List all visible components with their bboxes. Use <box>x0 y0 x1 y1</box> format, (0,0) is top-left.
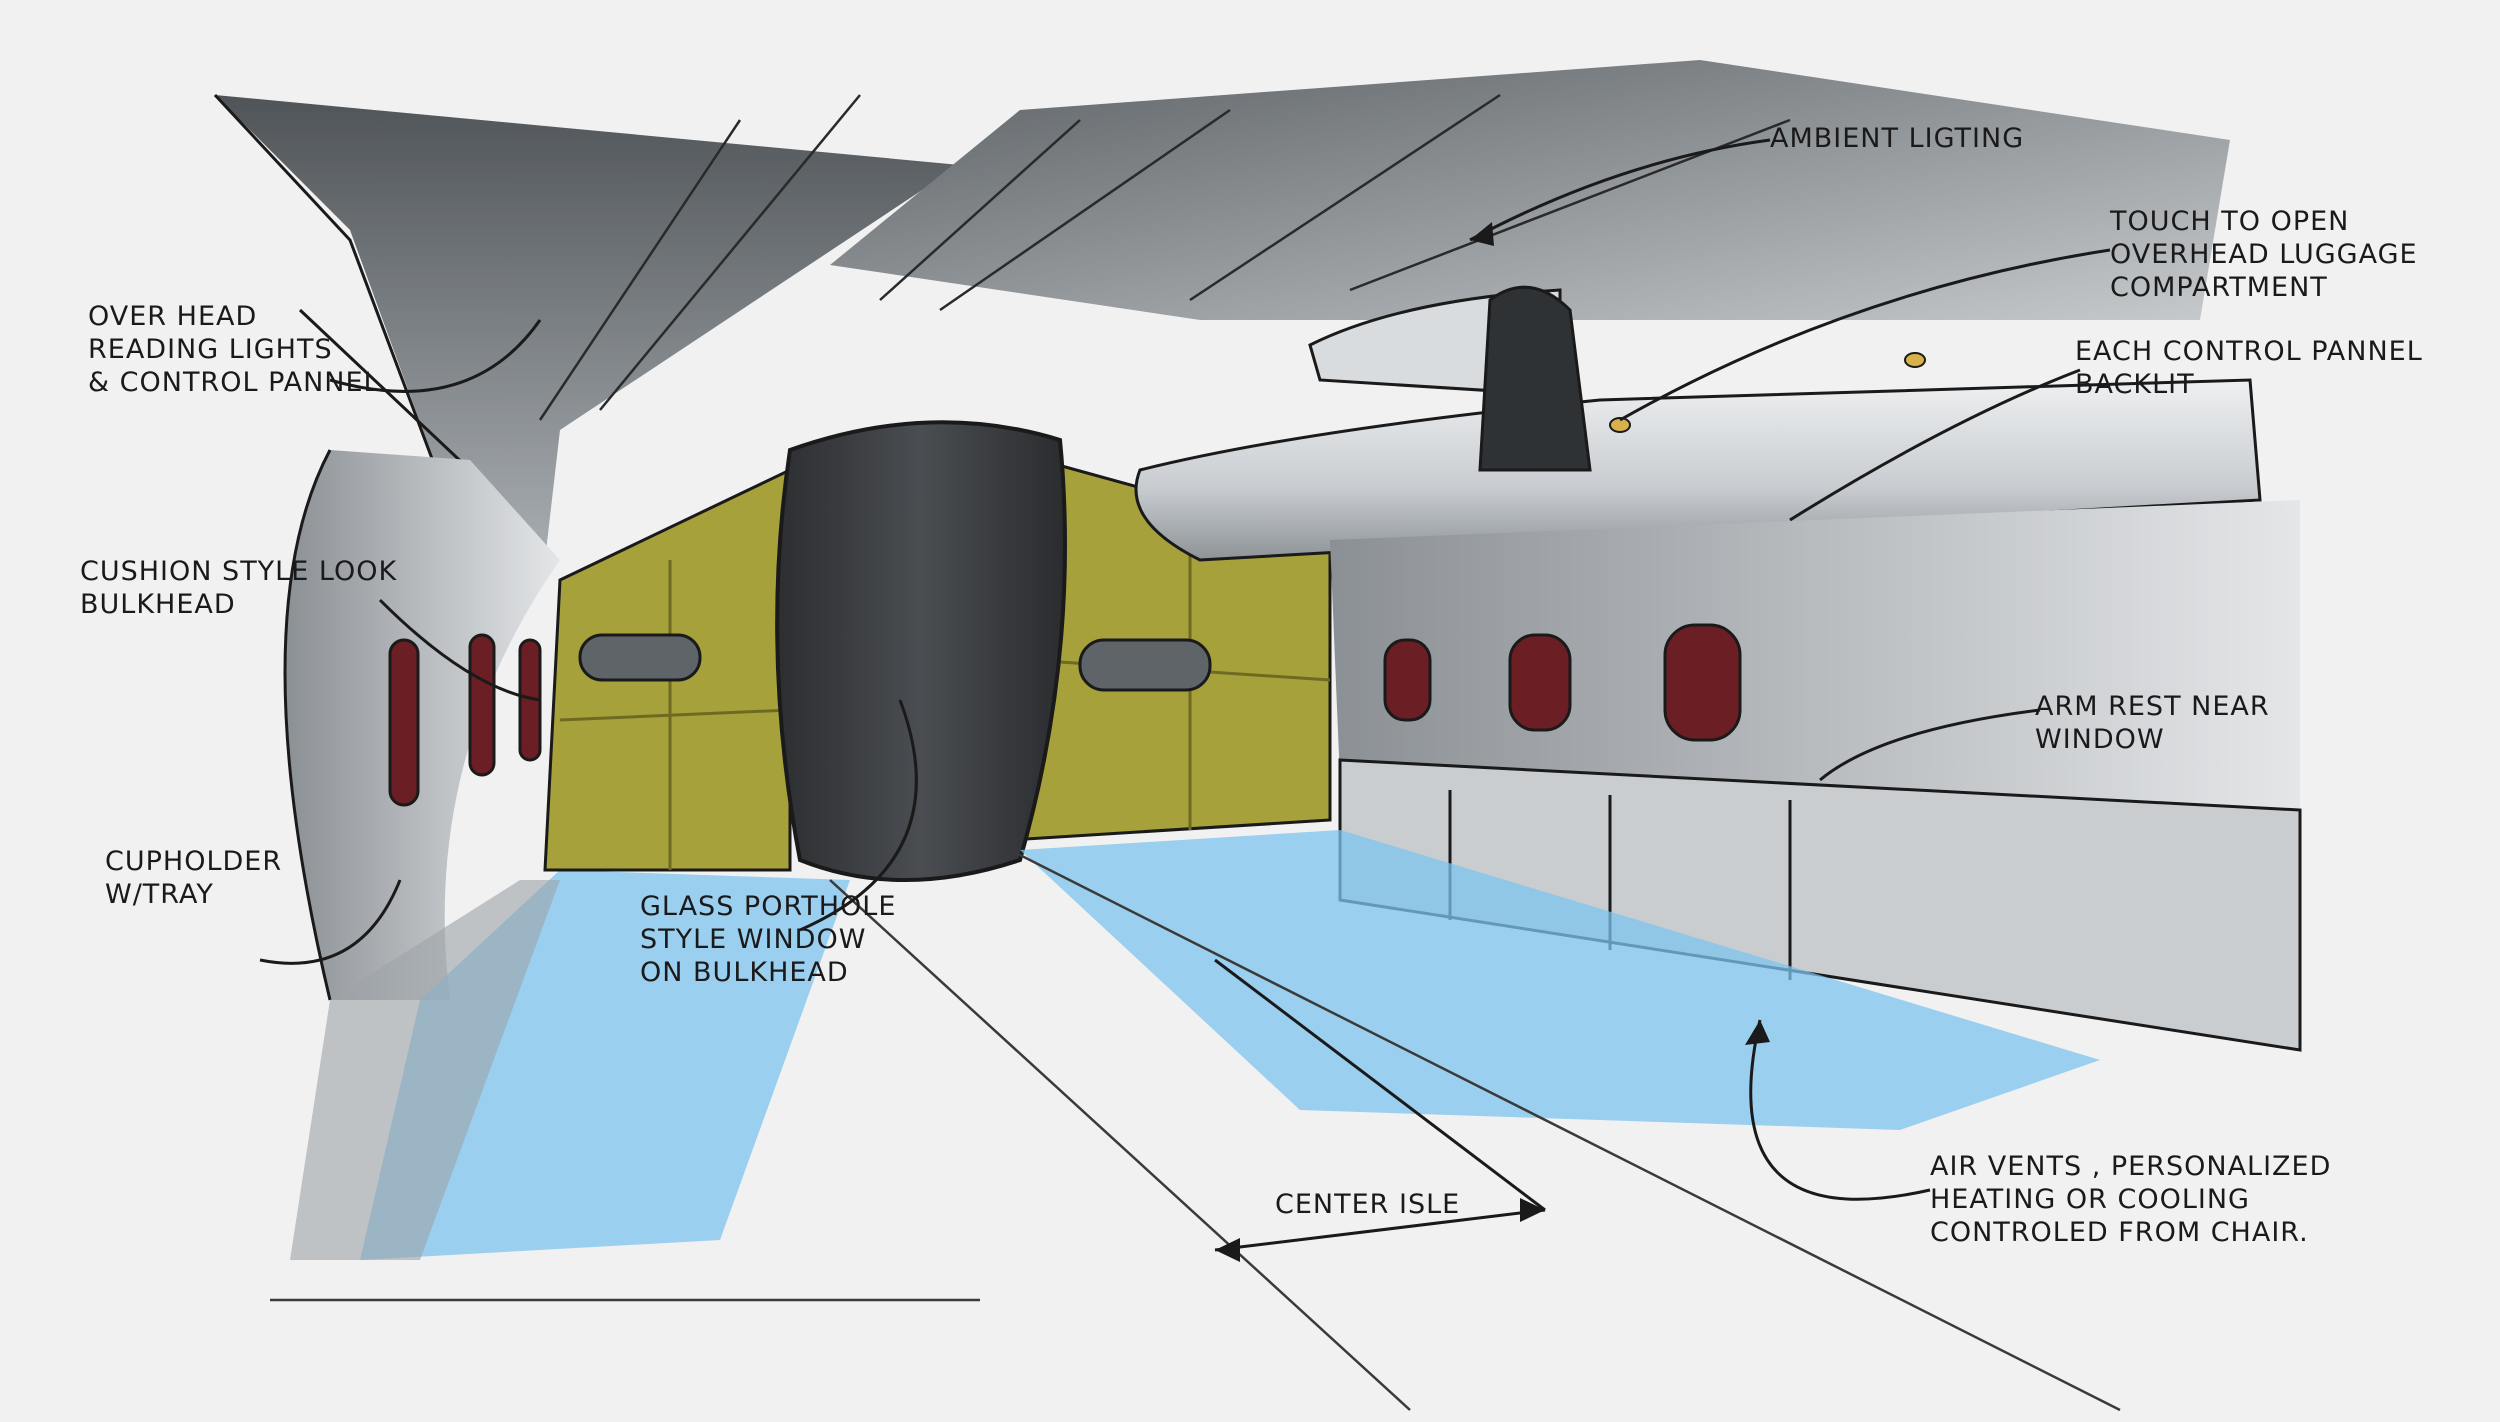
note-center-isle: CENTER ISLE <box>1275 1189 1461 1220</box>
annotation-arrow-heads <box>1215 222 1770 1262</box>
annotation-leader-lines <box>259 138 2111 1252</box>
right-cabin-wall <box>1330 500 2300 820</box>
left-windows <box>388 633 542 807</box>
left-ceiling-panel <box>215 95 960 560</box>
right-floor-blue <box>1020 830 2100 1130</box>
right-ceiling-panel <box>830 60 2230 320</box>
note-ambient-lighting: AMBIENT LIGTING <box>1770 123 2025 154</box>
left-cabin-wall <box>285 450 560 1000</box>
note-cupholder: CUPHOLDER W/TRAY <box>105 846 283 910</box>
note-air-vents: AIR VENTS , PERSONALIZED HEATING OR COOL… <box>1930 1151 2332 1248</box>
note-overhead-reading-lights: OVER HEAD READING LIGHTS & CONTROL PANNE… <box>88 301 380 398</box>
note-armrest: ARM REST NEAR WINDOW <box>2035 691 2270 755</box>
note-touch-to-open: TOUCH TO OPEN OVERHEAD LUGGAGE COMPARTME… <box>2110 206 2418 303</box>
right-bulkhead-porthole <box>1078 638 1212 692</box>
note-glass-porthole: GLASS PORTHOLE STYLE WINDOW ON BULKHEAD <box>640 891 897 988</box>
center-aisle-floor <box>270 848 2121 1412</box>
center-bulkhead-door <box>775 420 1067 882</box>
left-bulkhead-porthole <box>578 633 702 682</box>
right-windows <box>1383 623 1742 742</box>
note-control-panel-backlit: EACH CONTROL PANNEL BACKLIT <box>2075 336 2423 400</box>
note-cushion-bulkhead: CUSHION STYLE LOOK BULKHEAD <box>80 556 398 620</box>
